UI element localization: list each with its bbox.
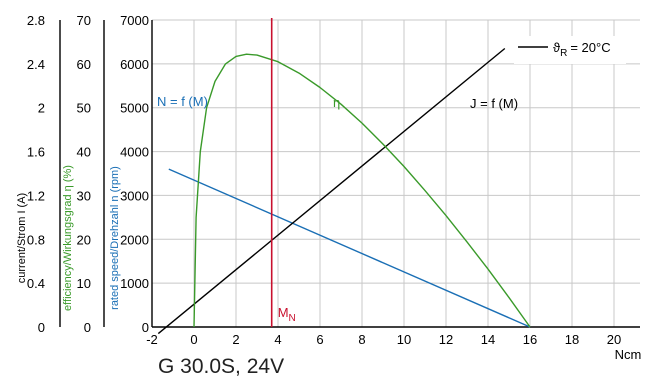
x-tick-label: 12 [439, 332, 453, 347]
efficiency-tick-label: 60 [77, 57, 91, 72]
speed-tick-label: 4000 [120, 145, 149, 160]
x-tick-label: 2 [232, 332, 239, 347]
legend-background [514, 36, 626, 64]
current-line [157, 47, 506, 335]
speed-tick-label: 5000 [120, 101, 149, 116]
current-tick-label: 2.4 [27, 57, 45, 72]
current-tick-label: 0 [38, 320, 45, 335]
x-tick-label: 8 [358, 332, 365, 347]
speed-tick-label: 6000 [120, 57, 149, 72]
speed-tick-label: 1000 [120, 276, 149, 291]
efficiency-curve [193, 53, 531, 328]
current-tick-label: 1.6 [27, 145, 45, 160]
current-tick-label: 2 [38, 101, 45, 116]
speed-line-label: N = f (M) [157, 94, 208, 109]
speed-tick-label: 7000 [120, 13, 149, 28]
efficiency-tick-label: 40 [77, 145, 91, 160]
speed-tick-label: 3000 [120, 188, 149, 203]
efficiency-tick-label: 0 [84, 320, 91, 335]
x-tick-label: 4 [274, 332, 281, 347]
x-tick-label: 14 [481, 332, 495, 347]
x-tick-label: 16 [523, 332, 537, 347]
x-axis-label: Ncm [615, 347, 642, 362]
efficiency-curve-label: η [333, 95, 340, 110]
x-tick-label: 6 [316, 332, 323, 347]
efficiency-tick-label: 10 [77, 276, 91, 291]
x-tick-label: 0 [190, 332, 197, 347]
current-tick-label: 0.4 [27, 276, 45, 291]
current-axis-label: current/Strom I (A) [16, 193, 28, 283]
speed-line [168, 168, 531, 328]
chart-tick-labels: 0100020003000400050006000700001020304050… [16, 13, 641, 362]
current-tick-label: 1.2 [27, 188, 45, 203]
x-tick-label: 18 [565, 332, 579, 347]
chart-grid [151, 19, 640, 328]
speed-axis-label: rated speed/Drehzahl n (rpm) [109, 166, 121, 310]
current-line-label: J = f (M) [470, 96, 518, 111]
current-tick-label: 2.8 [27, 13, 45, 28]
x-tick-label: 10 [397, 332, 411, 347]
motor-model-caption: G 30.0S, 24V [158, 355, 285, 378]
rated-torque-marker-label: MN [278, 305, 296, 324]
chart-axes [59, 20, 640, 328]
x-tick-label: -2 [146, 332, 158, 347]
efficiency-tick-label: 30 [77, 188, 91, 203]
efficiency-axis-label: efficiency/Wirkungsgrad η (%) [62, 165, 74, 311]
speed-tick-label: 0 [142, 320, 149, 335]
current-tick-label: 0.8 [27, 232, 45, 247]
speed-tick-label: 2000 [120, 232, 149, 247]
x-tick-label: 20 [607, 332, 621, 347]
chart-series [157, 47, 531, 335]
efficiency-tick-label: 50 [77, 101, 91, 116]
efficiency-tick-label: 70 [77, 13, 91, 28]
efficiency-tick-label: 20 [77, 232, 91, 247]
